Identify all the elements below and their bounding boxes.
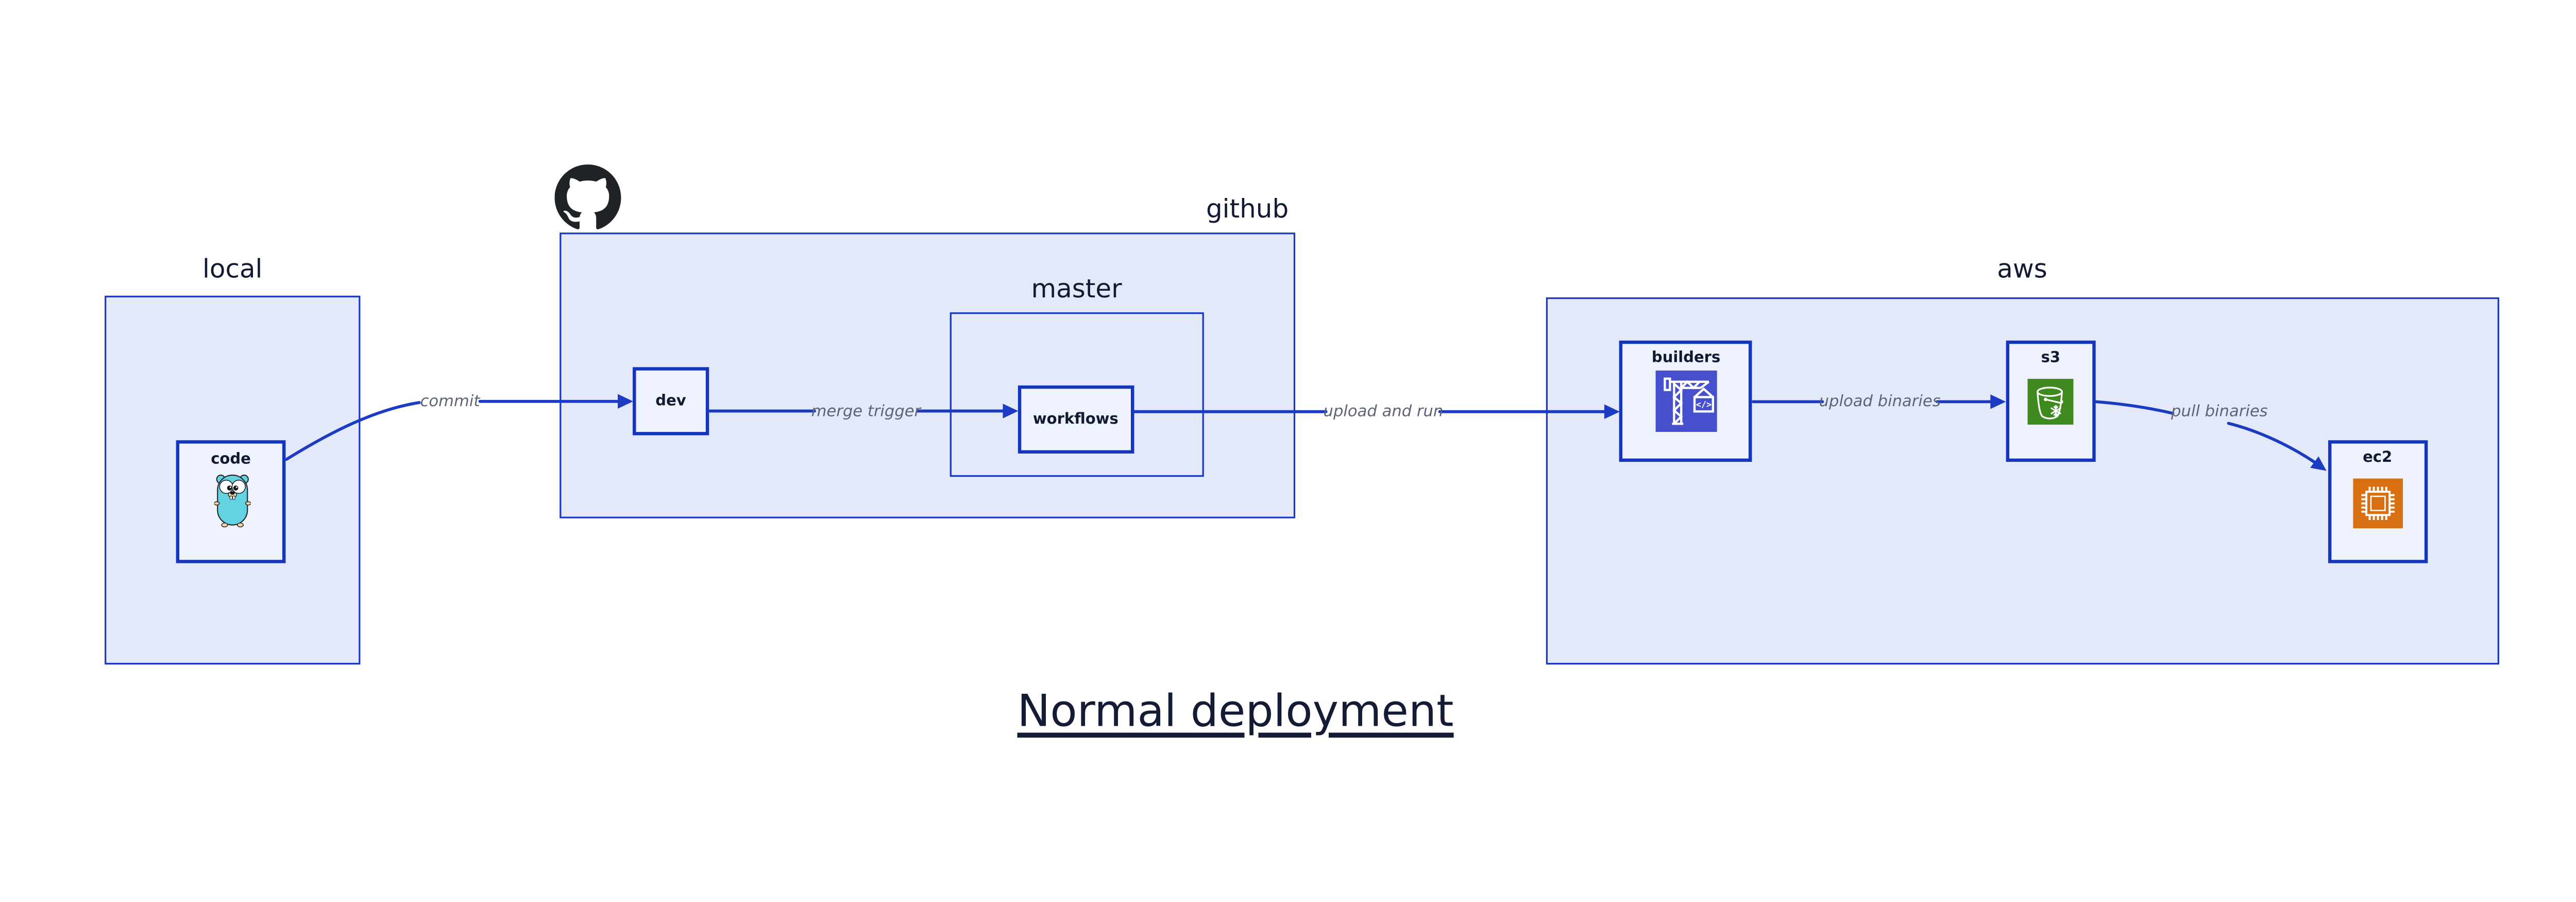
group-label-github: github (1206, 194, 1289, 225)
node-label-s3: s3 (2041, 350, 2061, 367)
node-label-dev: dev (655, 393, 686, 410)
group-label-master: master (1031, 274, 1122, 304)
diagram-title: Normal deployment (1017, 686, 1454, 738)
ec2-chip-icon (2352, 477, 2402, 528)
node-label-ec2: ec2 (2363, 450, 2393, 467)
edge-label-pull-binaries: pull binaries (2171, 403, 2268, 422)
codebuild-crane-icon: </> (1655, 370, 1717, 432)
edge-label-upload-binaries: upload binaries (1819, 392, 1941, 411)
node-label-builders: builders (1651, 350, 1721, 368)
s3-bucket-snowflake-icon (2027, 378, 2074, 425)
edge-label-commit: commit (420, 392, 480, 411)
go-gopher-icon (213, 474, 250, 528)
group-label-local: local (202, 254, 263, 285)
builders-code-glyph: </> (1696, 399, 1711, 409)
edge-label-upload-and-run: upload and run (1323, 403, 1444, 421)
node-workflows: workflows (1018, 385, 1133, 454)
node-label-code: code (211, 452, 251, 469)
group-label-aws: aws (1997, 254, 2047, 285)
github-octocat-icon (554, 163, 621, 229)
node-label-workflows: workflows (1032, 411, 1118, 428)
node-dev: dev (633, 366, 709, 436)
edge-label-merge-trigger: merge trigger (811, 402, 921, 421)
